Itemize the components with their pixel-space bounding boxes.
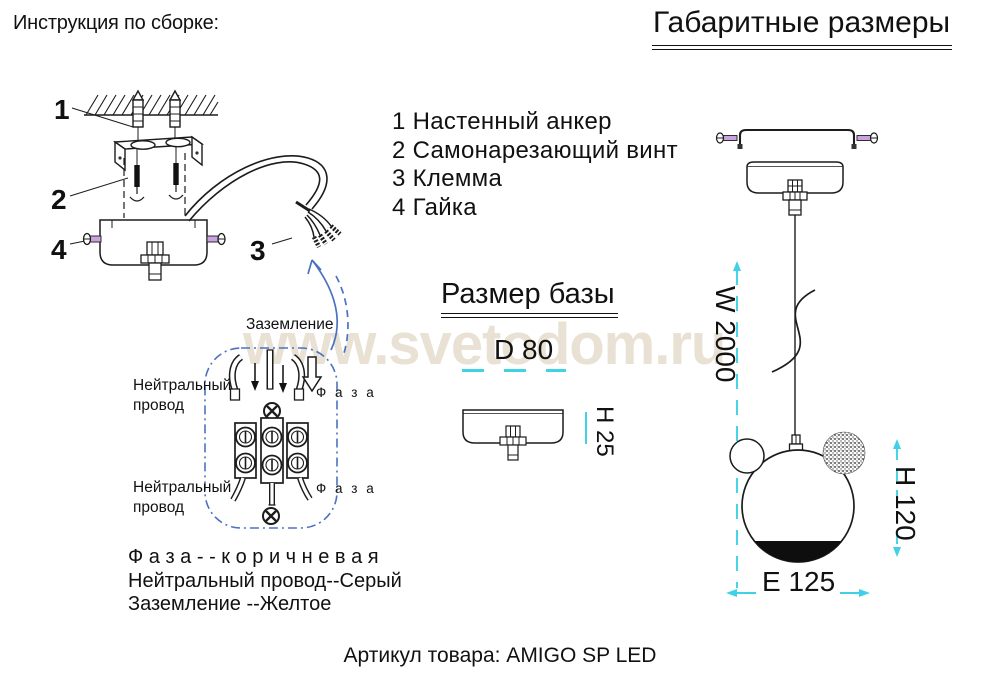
base-side-view-drawing xyxy=(462,409,587,461)
lamp-black-cap xyxy=(754,541,842,562)
mounting-bracket-icon xyxy=(112,135,205,172)
legend-item-2: 2 Самонарезающий винт xyxy=(392,136,678,164)
phase-label-bottom: Ф а з а xyxy=(316,481,377,496)
wall-anchor-icon xyxy=(131,89,182,142)
wire-length-dimension: W 2000 xyxy=(710,286,741,383)
phase-label-top: Ф а з а xyxy=(316,385,377,400)
wire-color-notes: Ф а з а - - к о р и ч н е в а я Нейтраль… xyxy=(128,546,402,617)
title-double-underline xyxy=(652,45,952,50)
height-dimension-line xyxy=(893,439,901,557)
speckled-sphere xyxy=(822,431,866,475)
note-neutral: Нейтральный провод--Серый xyxy=(128,569,402,592)
lamp-sphere xyxy=(741,449,855,563)
neutral-wire-label-bottom: Нейтральный провод xyxy=(133,479,232,516)
width-dimension-arrows xyxy=(726,589,870,597)
article-number: Артикул товара: AMIGO SP LED xyxy=(343,644,657,667)
pendant-lamp-drawing xyxy=(715,128,901,597)
parts-legend: 1 Настенный анкер 2 Самонарезающий винт … xyxy=(392,108,678,222)
base-height-dimension: H 25 xyxy=(591,406,618,457)
base-size-title: Размер базы xyxy=(441,278,615,310)
terminal-block-drawing xyxy=(204,347,338,529)
page-title-left: Инструкция по сборке: xyxy=(13,12,219,34)
base-diameter-dimension: D 80 xyxy=(494,334,554,365)
page-title-right: Габаритные размеры xyxy=(653,6,951,39)
part-label-1: 1 xyxy=(54,94,70,125)
center-bolt-icon xyxy=(140,241,170,281)
note-ground: Заземление --Желтое xyxy=(128,593,332,615)
diameter-dimension-line xyxy=(462,369,566,372)
lamp-width-dimension: E 125 xyxy=(762,566,836,597)
base-size-underline xyxy=(441,313,618,318)
self-tapping-screw-icon xyxy=(129,146,184,202)
nut-screw-icon xyxy=(82,232,226,246)
part-label-2: 2 xyxy=(51,184,67,215)
note-phase: Ф а з а - - к о р и ч н е в а я xyxy=(128,546,379,568)
legend-item-3: 3 Клемма xyxy=(392,165,503,192)
assembly-diagram-drawing xyxy=(69,89,349,354)
wire-length-dimension-line xyxy=(733,261,741,588)
neutral-wire-label-top: Нейтральный провод xyxy=(133,377,232,414)
small-sphere xyxy=(729,438,765,474)
part-label-4: 4 xyxy=(51,234,67,265)
legend-item-1: 1 Настенный анкер xyxy=(392,108,612,135)
ground-label: Заземление xyxy=(246,316,334,333)
lamp-height-dimension: H 120 xyxy=(890,466,921,541)
cable-icon xyxy=(184,155,342,249)
watermark-text: www.svetodom.ru xyxy=(243,312,726,377)
wiring-dashed-box xyxy=(204,347,338,529)
connect-arrow-icon xyxy=(307,259,349,354)
part-label-3: 3 xyxy=(250,235,266,266)
legend-item-4: 4 Гайка xyxy=(392,193,477,221)
